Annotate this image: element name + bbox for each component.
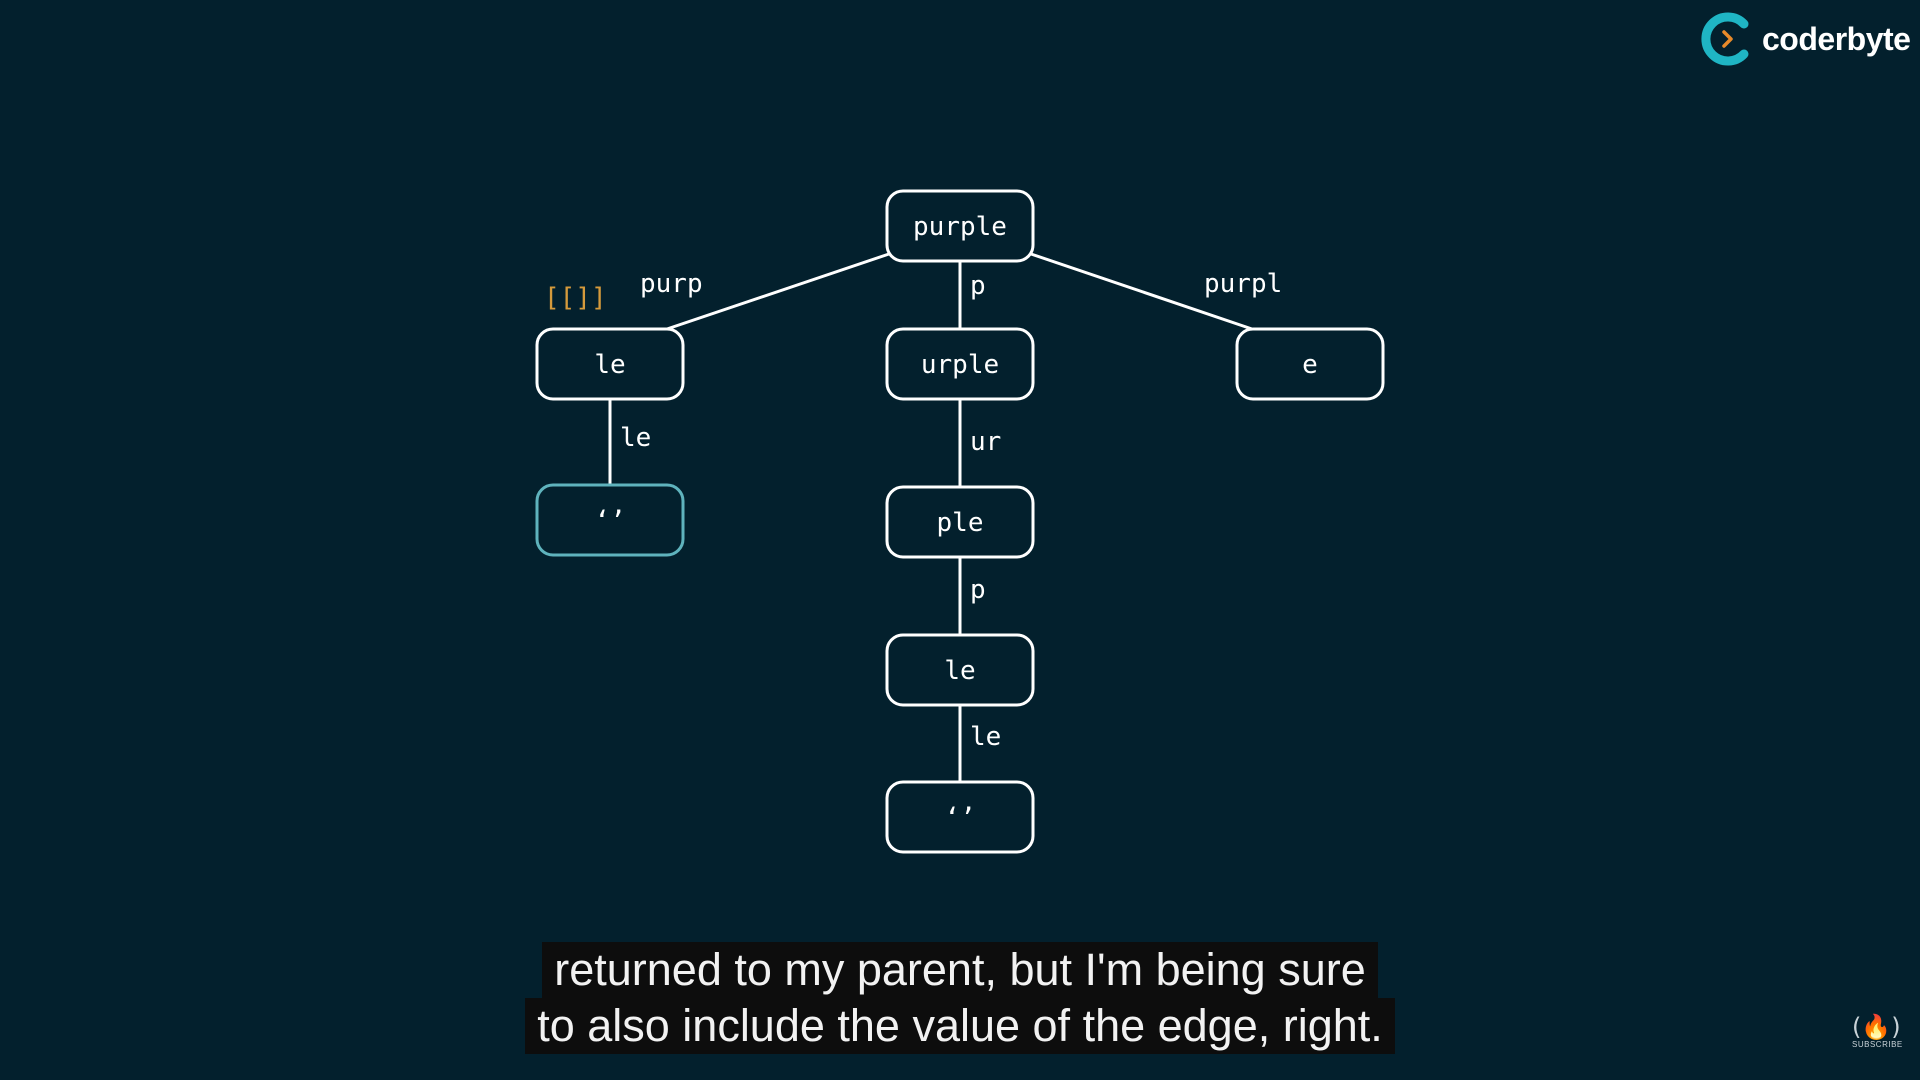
node-box (535, 327, 685, 401)
node-label: ‘’ (594, 506, 625, 536)
edge-label: purpl (1204, 269, 1282, 299)
node-box (885, 485, 1035, 559)
node-label: ple (937, 508, 984, 538)
edge-label: le (620, 423, 651, 453)
freecodecamp-icon: (🔥) (1852, 1013, 1901, 1041)
subtitles: returned to my parent, but I'm being sur… (0, 942, 1920, 1054)
node-label: e (1302, 350, 1318, 380)
node-box (535, 483, 685, 557)
edge-label: ur (970, 427, 1001, 457)
node-label: le (594, 350, 625, 380)
edge-label: p (970, 575, 986, 605)
node-box (1235, 327, 1385, 401)
caption-line-1: returned to my parent, but I'm being sur… (542, 942, 1378, 998)
subscribe-watermark[interactable]: (🔥) SUBSCRIBE (1852, 1013, 1903, 1049)
node-box (885, 189, 1035, 263)
result-annotation: [[]] (544, 283, 607, 313)
edge-label: le (970, 722, 1001, 752)
node-label: le (944, 656, 975, 686)
tree-node: le (535, 327, 685, 401)
edge-label: purp (640, 269, 703, 299)
tree-node: e (1235, 327, 1385, 401)
node-box (885, 633, 1035, 707)
node-label: urple (921, 350, 999, 380)
node-box (885, 780, 1035, 854)
tree-node: ple (885, 485, 1035, 559)
tree-node: le (885, 633, 1035, 707)
edge-n0-n3 (1030, 252, 1253, 331)
tree-node: urple (885, 327, 1035, 401)
coderbyte-logo: coderbyte (1700, 12, 1911, 66)
brand-name: coderbyte (1762, 20, 1911, 57)
tree-node: purple (885, 189, 1035, 263)
node-label: purple (913, 212, 1007, 242)
caption-line-2: to also include the value of the edge, r… (525, 998, 1395, 1054)
edge-label: p (970, 271, 986, 301)
tree-node: ‘’ (535, 483, 685, 557)
tree-node: ‘’ (885, 780, 1035, 854)
coderbyte-logo-icon (1701, 12, 1749, 66)
subscribe-label: SUBSCRIBE (1852, 1040, 1903, 1049)
node-box (885, 327, 1035, 401)
edge-n0-n1 (666, 252, 890, 331)
node-label: ‘’ (944, 803, 975, 833)
